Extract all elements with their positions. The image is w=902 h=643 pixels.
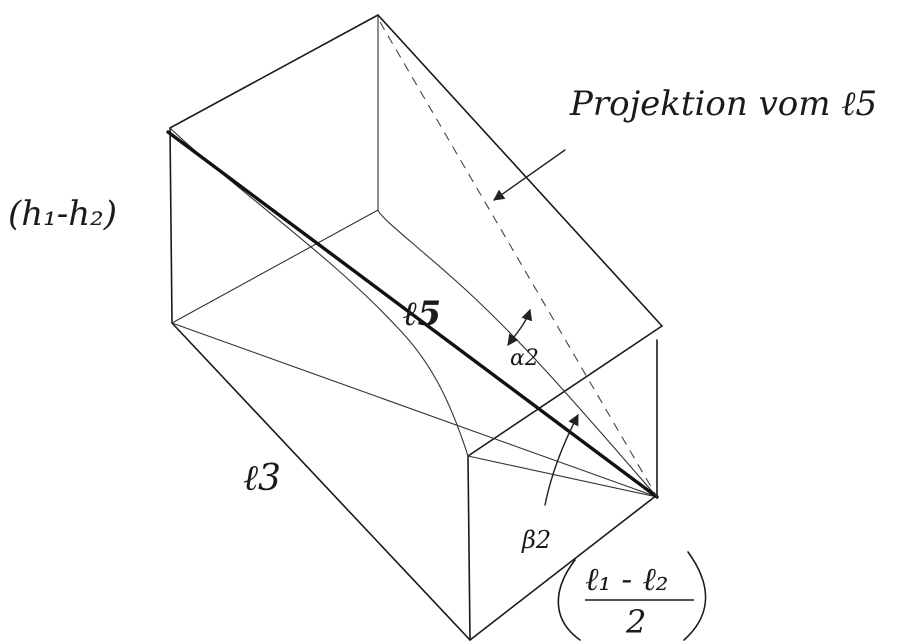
top-back-edge xyxy=(169,14,379,129)
height-label: (h₁-h₂) xyxy=(8,194,117,234)
beta-label: β2 xyxy=(521,526,551,554)
width-denominator: 2 xyxy=(625,603,646,641)
width-numerator: ℓ₁ - ℓ₂ xyxy=(585,560,668,598)
inner-curved-edge xyxy=(377,209,658,498)
bottom-front-edge xyxy=(469,494,658,641)
fraction-left-paren xyxy=(557,559,581,641)
floor-diagonals xyxy=(171,322,658,498)
projection-dashed-line xyxy=(379,21,658,498)
length-label: ℓ3 xyxy=(243,458,281,499)
floor-diagonal-2 xyxy=(467,455,658,498)
back-bottom-edge xyxy=(171,209,379,324)
projection-note: Projektion vom ℓ5 xyxy=(569,84,877,124)
front-top-edge xyxy=(467,325,663,457)
front-left-lower-vertical xyxy=(467,455,471,641)
bottom-left-edge xyxy=(171,322,471,641)
floor-diagonal xyxy=(171,322,658,498)
beta-angle-arc xyxy=(544,414,579,506)
width-fraction-label: ℓ₁ - ℓ₂ 2 xyxy=(557,551,707,641)
projection-annotation-arrow xyxy=(493,149,566,201)
space-diagonal-ls xyxy=(166,130,659,499)
top-right-edge xyxy=(377,14,663,327)
fraction-right-paren xyxy=(683,551,707,641)
alpha-label: α2 xyxy=(510,346,539,371)
inner-left-curve xyxy=(169,127,469,457)
diagonal-label: ℓ5 xyxy=(403,294,441,334)
front-left-vertical-edge xyxy=(169,127,173,324)
alpha-angle-arc xyxy=(507,308,533,346)
